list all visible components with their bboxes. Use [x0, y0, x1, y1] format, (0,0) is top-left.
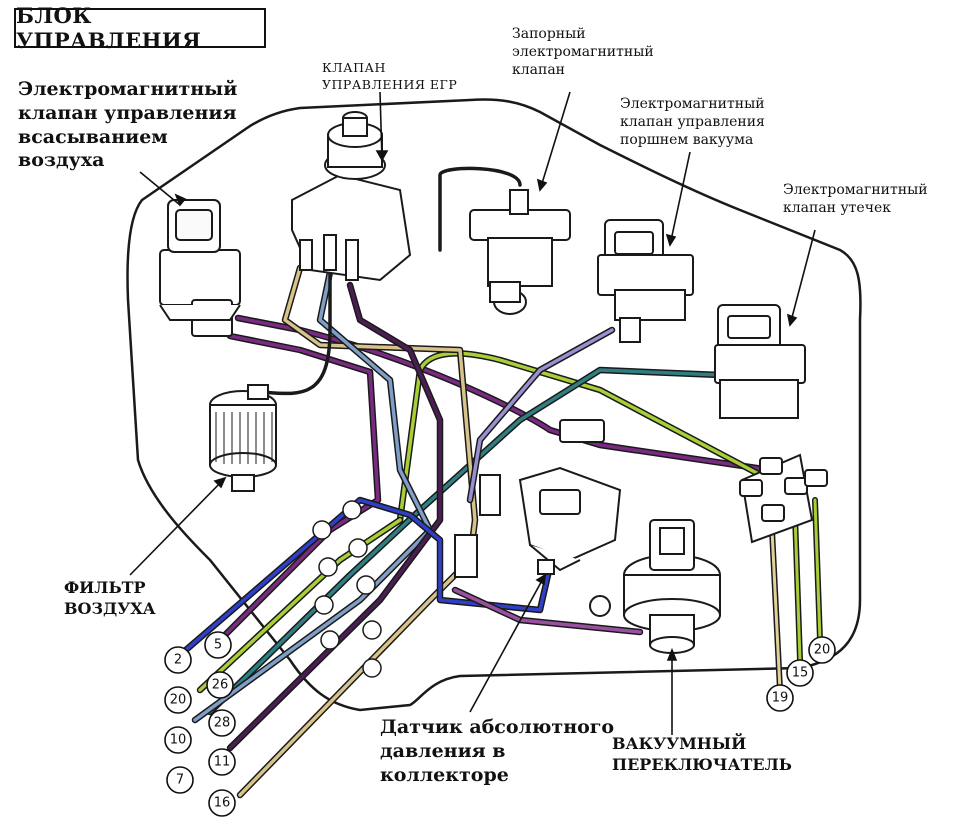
- hose-number-callouts: [164, 631, 836, 817]
- callout-28: [208, 709, 236, 737]
- hose-num-left-6: 7: [176, 773, 184, 788]
- label-vacuum-piston-valve: Электромагнитный клапан управления поршн…: [620, 96, 765, 148]
- hose-connector-block: [739, 453, 828, 544]
- callout-11: [208, 748, 236, 776]
- air-filter: [209, 384, 277, 492]
- hose-num-left-0: 2: [174, 653, 182, 668]
- hose-num-left-5: 28: [214, 716, 231, 731]
- hoses: [176, 166, 823, 799]
- leader-intake: [139, 171, 181, 206]
- callout-2: [164, 646, 192, 674]
- callout-5: [204, 631, 232, 659]
- hose-num-left-1: 5: [214, 638, 222, 653]
- label-egr-valve: КЛАПАН УПРАВЛЕНИЯ ЕГР: [322, 60, 458, 92]
- intake-solenoid-valve: [159, 199, 241, 337]
- label-intake-valve: Электромагнитный клапан управления всасы…: [18, 78, 238, 172]
- hose-num-right-0: 19: [772, 691, 789, 706]
- label-map-sensor: Датчик абсолютного давления в коллекторе: [380, 716, 615, 786]
- label-shutoff-valve: Запорный электромагнитный клапан: [512, 26, 654, 78]
- leader-egr: [379, 91, 383, 161]
- vacuum-piston-solenoid-valve: [597, 219, 694, 343]
- callout-10: [164, 726, 192, 754]
- callout-26: [206, 671, 234, 699]
- egr-valve: [291, 111, 412, 282]
- hose-num-right-1: 15: [792, 666, 809, 681]
- hose-num-left-7: 11: [214, 755, 231, 770]
- map-sensor: [518, 466, 622, 617]
- callout-20-left: [164, 686, 192, 714]
- shutoff-solenoid-valve: [469, 189, 571, 315]
- vacuum-switch: [623, 519, 721, 654]
- callout-20-right: [808, 636, 836, 664]
- hose-number-text: 2 5 20 26 10 28 7 11 16 19 15 20: [170, 638, 831, 811]
- hose-num-left-3: 26: [212, 678, 229, 693]
- callout-15: [786, 659, 814, 687]
- label-vacuum-switch: ВАКУУМНЫЙ ПЕРЕКЛЮЧАТЕЛЬ: [612, 734, 792, 774]
- label-leak-valve: Электромагнитный клапан утечек: [783, 182, 928, 216]
- hose-num-right-2: 20: [814, 643, 831, 658]
- hose-num-left-4: 10: [170, 733, 187, 748]
- housing-outline: [126, 98, 862, 712]
- callout-7: [166, 766, 194, 794]
- hose-num-left-2: 20: [170, 693, 187, 708]
- leader-shutoff: [539, 91, 571, 191]
- leader-leak: [789, 229, 816, 326]
- leak-solenoid-valve: [714, 304, 806, 419]
- diagram-title: БЛОК УПРАВЛЕНИЯ: [14, 3, 266, 53]
- leader-filter: [129, 477, 226, 576]
- hose-grommets: [312, 500, 382, 678]
- hose-num-left-8: 16: [214, 796, 231, 811]
- tee-connector: [454, 419, 605, 578]
- label-air-filter: ФИЛЬТР ВОЗДУХА: [64, 578, 156, 618]
- callout-19: [766, 684, 794, 712]
- leader-vacuum-piston: [669, 151, 691, 246]
- leader-map: [469, 574, 546, 713]
- callout-16: [208, 789, 236, 817]
- leader-lines: [129, 91, 816, 735]
